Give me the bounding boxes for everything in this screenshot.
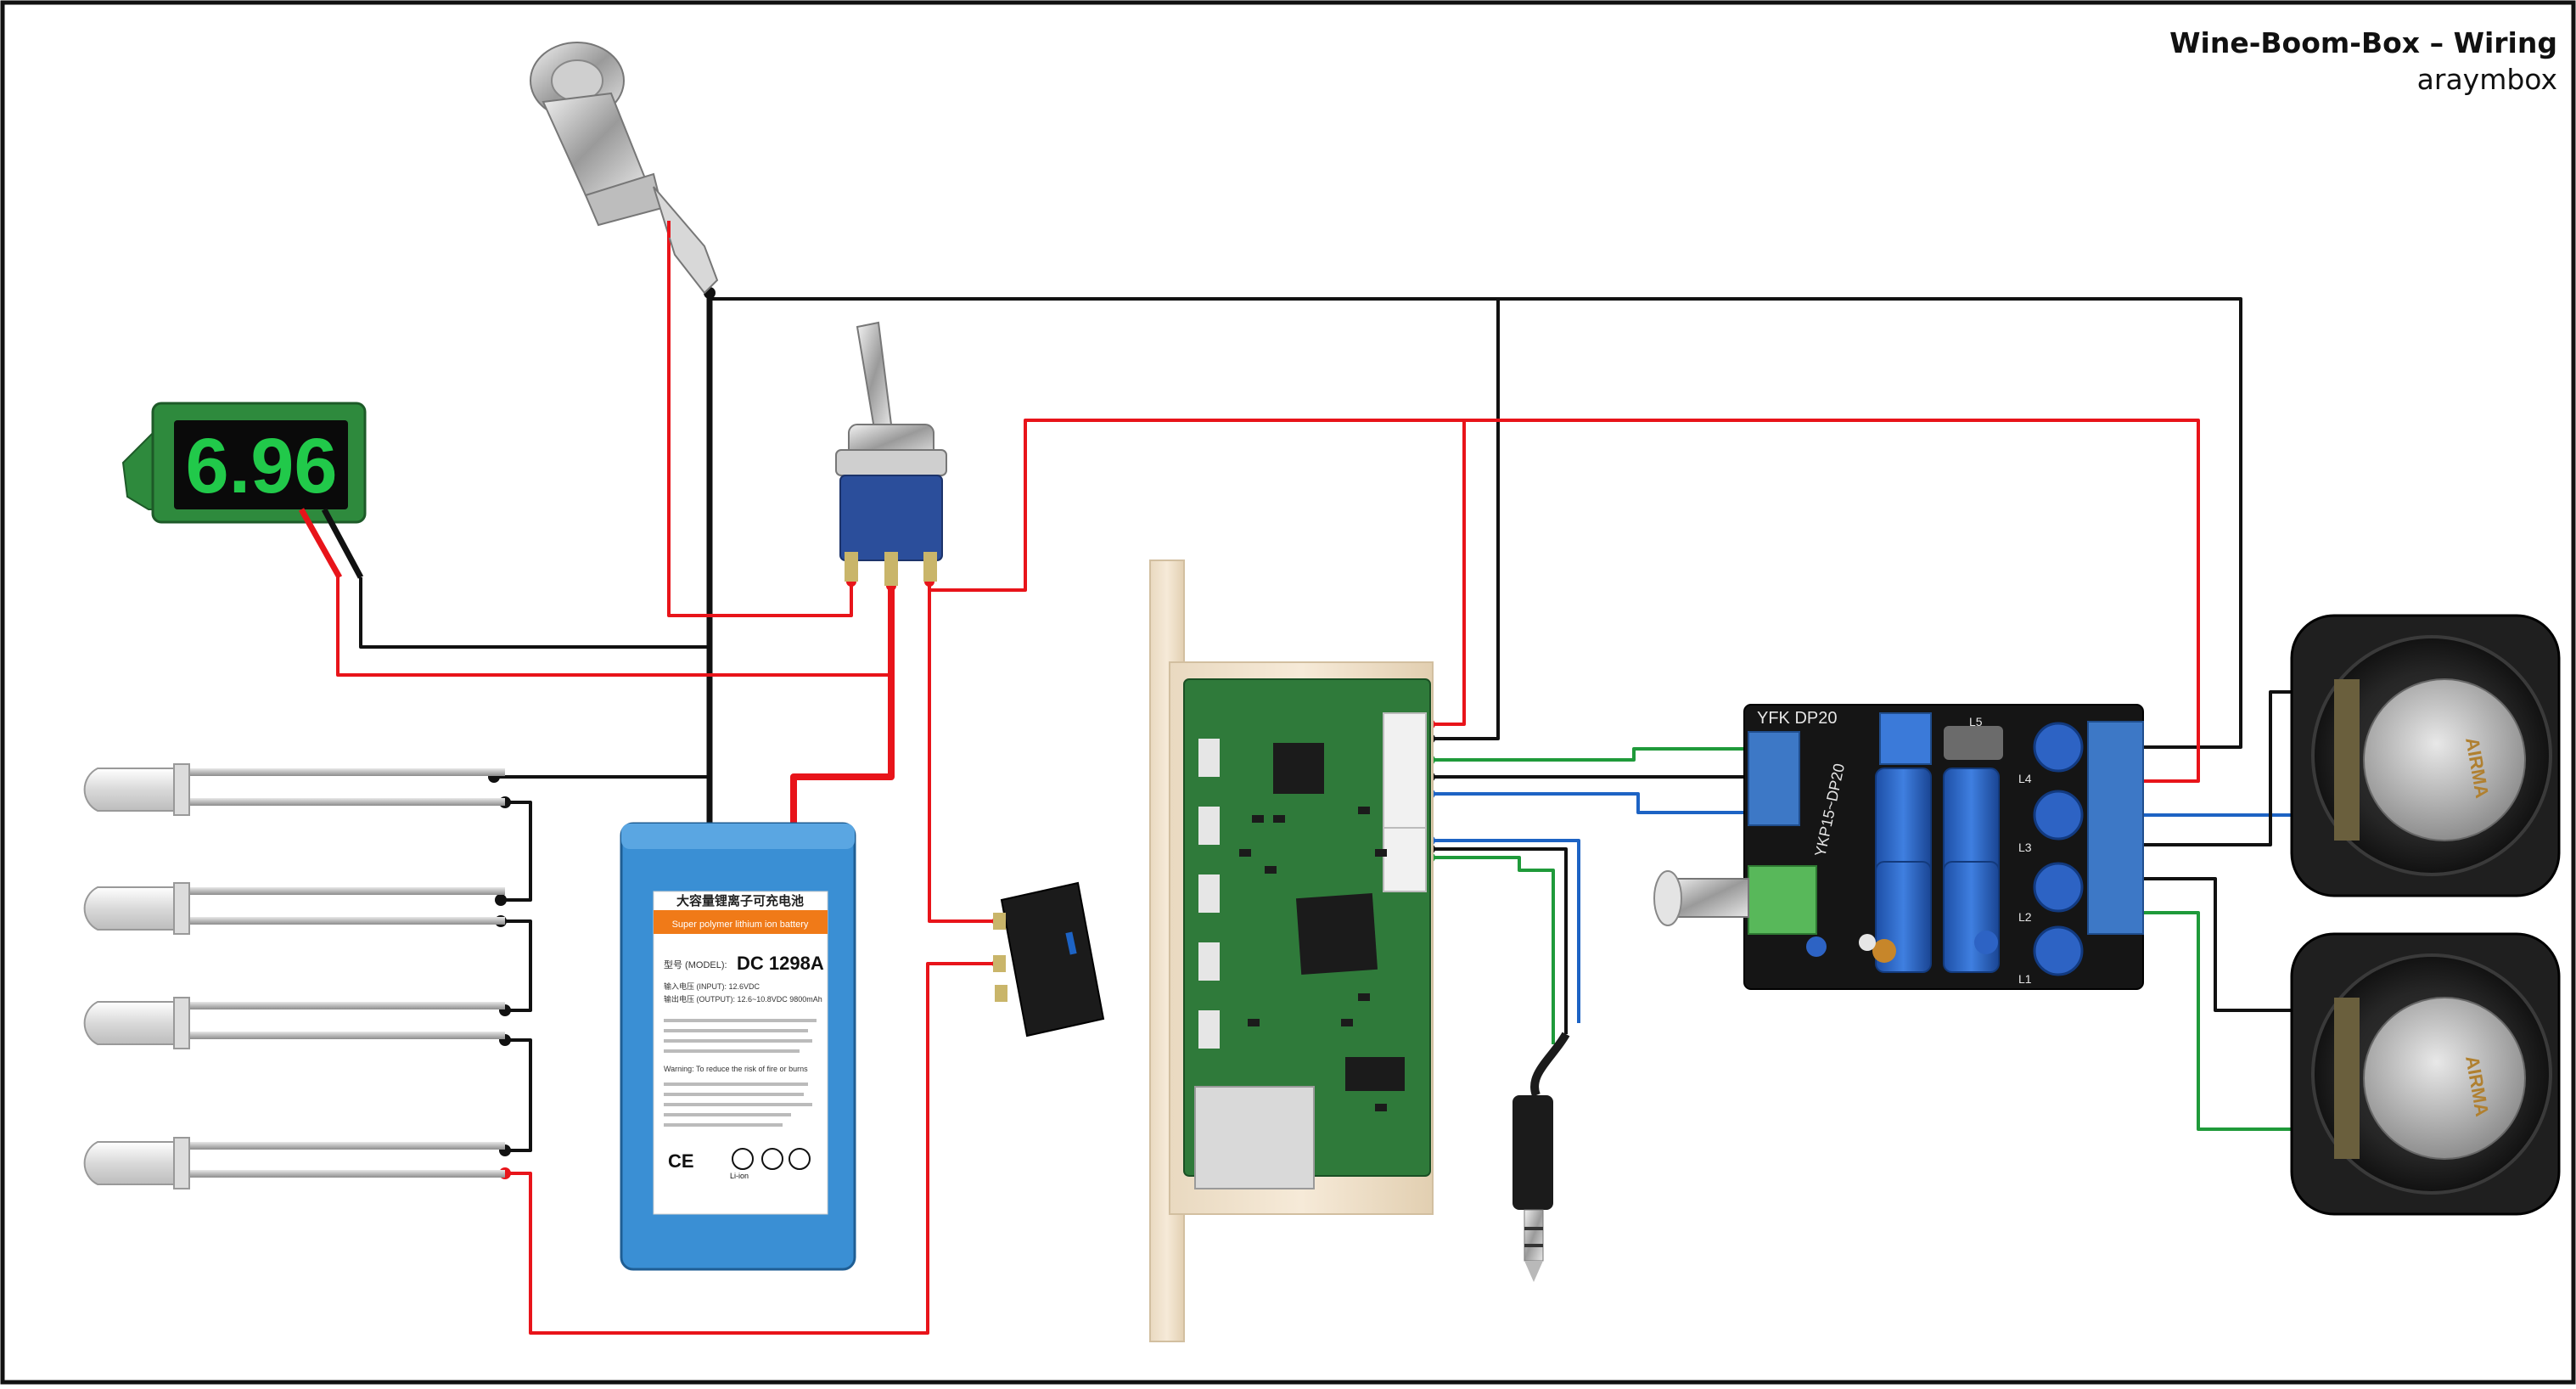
battery-ce-mark: CE <box>668 1150 694 1172</box>
voltmeter-reading: 6.96 <box>185 423 337 509</box>
amp-part-l5: L5 <box>1969 715 1983 728</box>
amp-label-top: YFK DP20 <box>1757 709 1837 728</box>
bt-connector-top <box>1383 712 1427 829</box>
led-2 <box>83 882 505 935</box>
ground-wire-voltmeter <box>359 577 710 649</box>
diagram-title: Wine-Boom-Box – Wiring <box>2169 26 2557 59</box>
led-4 <box>83 1137 505 1189</box>
toggle-switch <box>835 321 947 586</box>
amp-part-l3: L3 <box>2018 841 2032 854</box>
battery-top-label: 大容量锂离子可充电池 <box>676 893 804 908</box>
amplifier-board: YFK DP20 YKP15~DP20 L5 L4 L3 L2 L1 <box>1743 704 2144 990</box>
diagram-author: araymbox <box>2416 63 2557 96</box>
speaker-top: AIRMA <box>2290 614 2561 897</box>
speaker-wire-bottom-neg <box>2130 877 2347 1012</box>
speaker-bottom: AIRMA <box>2290 932 2561 1216</box>
power-wire-bt-board <box>1430 420 1466 726</box>
aux-cable <box>1512 1032 1570 1282</box>
ground-wire-top-bus <box>710 297 2242 749</box>
battery-warning: Warning: To reduce the risk of fire or b… <box>664 1065 808 1073</box>
led-array <box>83 763 505 1189</box>
signal-wire-left-to-amp <box>1430 747 1774 762</box>
aux-wire-right <box>1430 839 1580 1023</box>
bt-connector-bottom <box>1383 827 1427 892</box>
amp-input-terminal <box>1748 731 1800 826</box>
bluetooth-decoder-board <box>1149 560 1434 1342</box>
power-wire-jack-to-switch <box>667 229 853 617</box>
battery-spec-2: 输出电压 (OUTPUT): 12.6~10.8VDC 9800mAh <box>664 994 822 1004</box>
led-link-1 <box>501 801 532 902</box>
aux-wire-left <box>1430 856 1555 1044</box>
battery-pack: 大容量锂离子可充电池 Super polymer lithium ion bat… <box>620 822 856 1271</box>
battery-model-prefix: 型号 (MODEL): <box>664 959 727 970</box>
led-link-2 <box>501 919 532 1012</box>
title-block: Wine-Boom-Box – Wiring araymbox <box>2169 25 2557 98</box>
battery-sub-label: Super polymer lithium ion battery <box>672 919 809 930</box>
battery-liion-mark: Li-ion <box>730 1172 749 1180</box>
led-link-3 <box>505 1038 532 1152</box>
volume-knob <box>1653 870 1749 926</box>
battery-spec-1: 输入电压 (INPUT): 12.6VDC <box>664 981 760 991</box>
amp-part-l4: L4 <box>2018 772 2032 785</box>
amp-part-l1: L1 <box>2018 972 2032 986</box>
power-wire-voltmeter <box>336 577 891 677</box>
amp-output-terminal <box>2087 721 2144 935</box>
power-wire-battery-to-switch <box>790 586 895 836</box>
micro-switch <box>993 881 1105 1038</box>
battery-model: DC 1298A <box>737 953 824 974</box>
voltmeter: 6.96 <box>121 402 367 579</box>
power-wire-microswitch-to-leds <box>505 962 997 1335</box>
wires <box>336 229 2347 1335</box>
amp-volume-pot-body <box>1748 865 1817 935</box>
signal-wire-right-to-amp <box>1430 792 1774 814</box>
ground-wire-bt-board <box>1430 299 1500 740</box>
led-3 <box>83 997 505 1049</box>
junction-dot <box>495 894 507 906</box>
dc-power-jack <box>530 42 719 295</box>
aux-wire-ground <box>1430 847 1568 1034</box>
power-wire-to-microswitch <box>928 586 997 923</box>
led-1 <box>83 763 505 816</box>
speaker-wire-bottom-pos <box>2130 911 2347 1131</box>
amp-part-l2: L2 <box>2018 910 2032 924</box>
